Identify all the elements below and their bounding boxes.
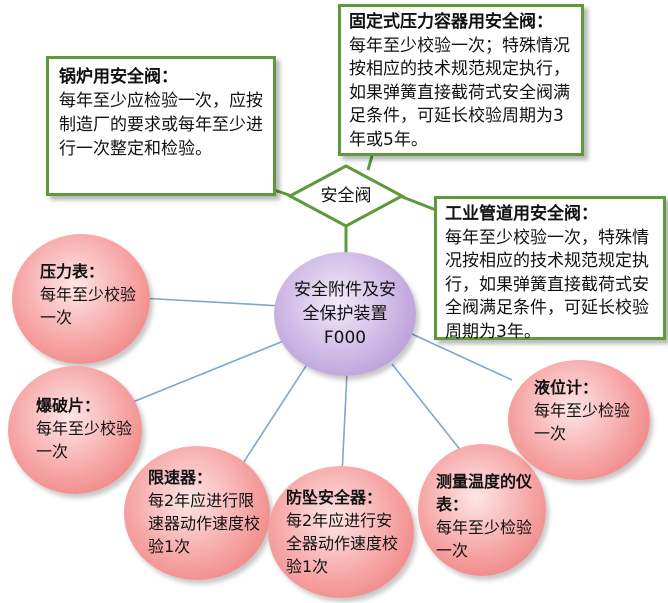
- speed-governor-node: 限速器： 每2年应进行限速器动作速度校验1次: [124, 446, 270, 580]
- level-gauge-text: 每年至少检验一次: [534, 401, 631, 443]
- rupture-disc-node: 爆破片： 每年至少校验一次: [8, 366, 142, 494]
- safety-valve-label: 安全阀: [320, 186, 372, 206]
- pressure-gauge-title: 压力表：: [40, 262, 105, 281]
- hub-node: 安全附件及安全保护装置F000: [274, 252, 416, 376]
- temperature-instrument-node: 测量温度的仪表： 每年至少检验一次: [418, 444, 546, 576]
- pressure-vessel-valve-text: 每年至少校验一次；特殊情况按相应的技术规范规定执行，如果弹簧直接截荷式安全阀满足…: [349, 35, 570, 150]
- link-pressure-gauge: [139, 297, 283, 307]
- industrial-pipe-valve-text: 每年至少校验一次，特殊情况按相应的技术规范规定执行，如果弹簧直接截荷式安全阀满足…: [445, 227, 649, 342]
- link-rupture-disc: [117, 339, 287, 409]
- pressure-gauge-text: 每年至少校验一次: [40, 285, 137, 327]
- link-speed-governor: [235, 365, 307, 475]
- temperature-instrument-text: 每年至少检验一次: [436, 518, 533, 560]
- fall-arrester-node: 防坠安全器： 每2年应进行安全器动作速度校验1次: [268, 466, 414, 598]
- link-valve-industrial-pipe: [399, 194, 437, 212]
- rupture-disc-title: 爆破片：: [36, 396, 101, 415]
- pressure-gauge-node: 压力表： 每年至少校验一次: [12, 234, 150, 364]
- boiler-valve-box: 锅炉用安全阀： 每年至少应检验一次，应按制造厂的要求或每年至少进行一次整定和检验…: [46, 56, 276, 196]
- link-temperature-instrument: [391, 363, 463, 453]
- link-fall-arrester: [341, 371, 348, 476]
- speed-governor-text: 每2年应进行限速器动作速度校验1次: [148, 491, 261, 556]
- link-valve-pressure-vessel: [366, 155, 374, 171]
- hub-label: 安全附件及安全保护装置F000: [294, 280, 396, 348]
- fall-arrester-text: 每2年应进行安全器动作速度校验1次: [286, 511, 399, 576]
- safety-valve-diamond: [286, 164, 406, 228]
- level-gauge-node: 液位计： 每年至少检验一次: [508, 360, 650, 480]
- boiler-valve-text: 每年至少应检验一次，应按制造厂的要求或每年至少进行一次整定和检验。: [59, 91, 263, 159]
- boiler-valve-title: 锅炉用安全阀：: [59, 67, 178, 87]
- rupture-disc-text: 每年至少校验一次: [36, 419, 133, 461]
- pressure-vessel-valve-title: 固定式压力容器用安全阀：: [349, 12, 553, 32]
- speed-governor-title: 限速器：: [148, 468, 213, 487]
- pressure-vessel-valve-box: 固定式压力容器用安全阀： 每年至少校验一次；特殊情况按相应的技术规范规定执行，如…: [338, 4, 584, 156]
- industrial-pipe-valve-title: 工业管道用安全阀：: [445, 204, 598, 224]
- fall-arrester-title: 防坠安全器：: [286, 488, 383, 507]
- link-level-gauge: [411, 333, 513, 381]
- industrial-pipe-valve-box: 工业管道用安全阀： 每年至少校验一次，特殊情况按相应的技术规范规定执行，如果弹簧…: [434, 196, 666, 342]
- temperature-instrument-title: 测量温度的仪表：: [436, 472, 533, 514]
- level-gauge-title: 液位计：: [534, 378, 599, 397]
